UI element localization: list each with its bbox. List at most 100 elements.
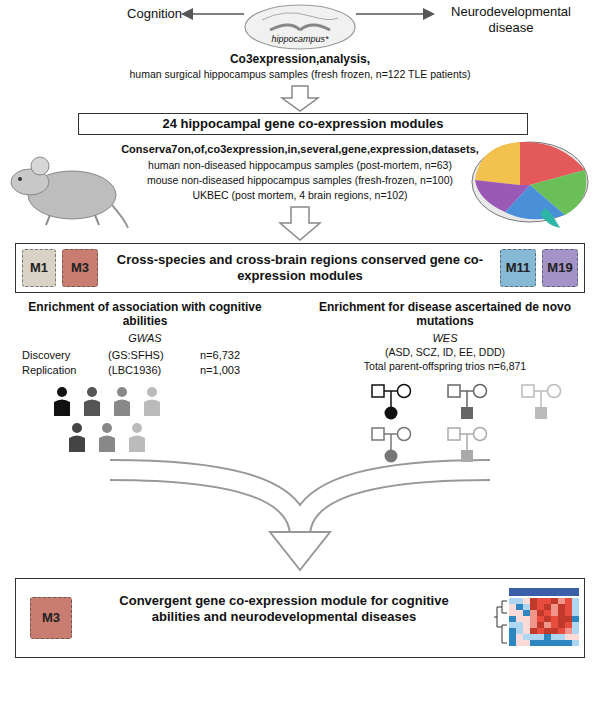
heatmap-cell (537, 604, 544, 610)
heatmap-cell (565, 610, 572, 616)
heatmap-cell (551, 628, 558, 634)
person-body (114, 400, 130, 417)
merge-arrow (110, 470, 490, 570)
flow-arrow (282, 86, 318, 111)
heatmap-cell (509, 634, 516, 640)
heatmap-cell (572, 628, 579, 634)
mother-symbol (398, 385, 411, 398)
heatmap-cell (530, 616, 537, 622)
person-head (57, 387, 67, 397)
heatmap-cell (537, 598, 544, 604)
heatmap-cell (572, 610, 579, 616)
module-badge: M3 (30, 597, 72, 639)
module-badge: M11 (500, 249, 536, 287)
text-label: Replication (22, 364, 107, 377)
heatmap-cell (544, 598, 551, 604)
pedigree-line (466, 434, 468, 450)
person-body (144, 400, 160, 417)
child-symbol (461, 450, 473, 462)
person-head (72, 423, 82, 433)
heatmap-cell (509, 604, 516, 610)
heatmap-cell (530, 628, 537, 634)
heatmap-cell (516, 640, 523, 646)
heatmap-cell (551, 604, 558, 610)
text-label: Enrichment for disease ascertained de no… (315, 300, 575, 329)
heatmap-cell (516, 622, 523, 628)
heatmap-cell (544, 616, 551, 622)
heatmap-cell (544, 628, 551, 634)
heatmap-cell (565, 622, 572, 628)
text-label: hippocampus* (250, 34, 350, 45)
heatmap-cell (572, 634, 579, 640)
brain-regions-illustration (472, 142, 588, 228)
heatmap-cell (523, 604, 530, 610)
heatmap-cell (523, 634, 530, 640)
heatmap-cell (565, 598, 572, 604)
heatmap-cell (523, 598, 530, 604)
child-symbol (385, 450, 398, 463)
person-body (129, 436, 145, 453)
heatmap-cell (516, 634, 523, 640)
heatmap-cell (509, 598, 516, 604)
father-symbol (448, 428, 460, 440)
disease-arrow (356, 13, 432, 15)
heatmap-cell (537, 628, 544, 634)
text-label: n=1,003 (200, 364, 275, 377)
module-name: M1 (30, 260, 48, 276)
heatmap-cell (572, 616, 579, 622)
heatmap-cell (551, 634, 558, 640)
module-badge: M3 (62, 249, 98, 287)
heatmap-cell (572, 598, 579, 604)
heatmap-cell (565, 604, 572, 610)
text-label: UKBEC (post mortem, 4 brain regions, n=1… (135, 189, 465, 202)
heatmap-cell (530, 604, 537, 610)
person-head (132, 423, 142, 433)
heatmap-cell (523, 610, 530, 616)
text-label: GWAS (20, 332, 270, 345)
father-symbol (372, 428, 384, 440)
brain-sketch (245, 5, 355, 49)
heatmap-cell (544, 640, 551, 646)
heatmap-cell (572, 622, 579, 628)
heatmap-cell (544, 634, 551, 640)
mouse-illustration (11, 157, 128, 228)
heatmap-cell (509, 640, 516, 646)
person-head (102, 423, 112, 433)
box-text: Convergent gene co-expression module for… (96, 593, 472, 625)
heatmap-image (494, 588, 579, 646)
module-box: 24 hippocampal gene co-expression module… (78, 113, 528, 135)
heatmap-cell (523, 616, 530, 622)
heatmap-cell (523, 640, 530, 646)
pedigree-line (466, 391, 468, 407)
module-name: M19 (547, 260, 572, 276)
pedigree-line (390, 434, 392, 450)
text-label: (GS:SFHS) (108, 349, 198, 362)
child-symbol (535, 407, 547, 419)
heatmap-cell (558, 610, 565, 616)
text-label: Cognition (112, 6, 182, 22)
mother-symbol (548, 385, 561, 398)
cognition-arrow (184, 13, 244, 15)
dendrogram (494, 601, 507, 643)
pedigree-line (540, 391, 542, 407)
person-body (69, 436, 85, 453)
person-body (54, 400, 70, 417)
child-symbol (461, 407, 473, 419)
text-label: n=6,732 (200, 349, 275, 362)
heatmap-cell (565, 640, 572, 646)
person-body (99, 436, 115, 453)
text-label: (ASD, SCZ, ID, EE, DDD) (315, 346, 575, 359)
text-label: human surgical hippocampus samples (fres… (40, 68, 560, 81)
conserved-box: Cross-species and cross-brain regions co… (15, 243, 585, 293)
heatmap-cell (558, 628, 565, 634)
heatmap-cell (530, 610, 537, 616)
father-symbol (448, 385, 460, 397)
person-head (117, 387, 127, 397)
heatmap-cell (537, 610, 544, 616)
text-label: (LBC1936) (108, 364, 198, 377)
heatmap-cell (558, 640, 565, 646)
heatmap-cell (516, 628, 523, 634)
person-body (84, 400, 100, 417)
heatmap-cell (509, 616, 516, 622)
heatmap-cell (572, 640, 579, 646)
